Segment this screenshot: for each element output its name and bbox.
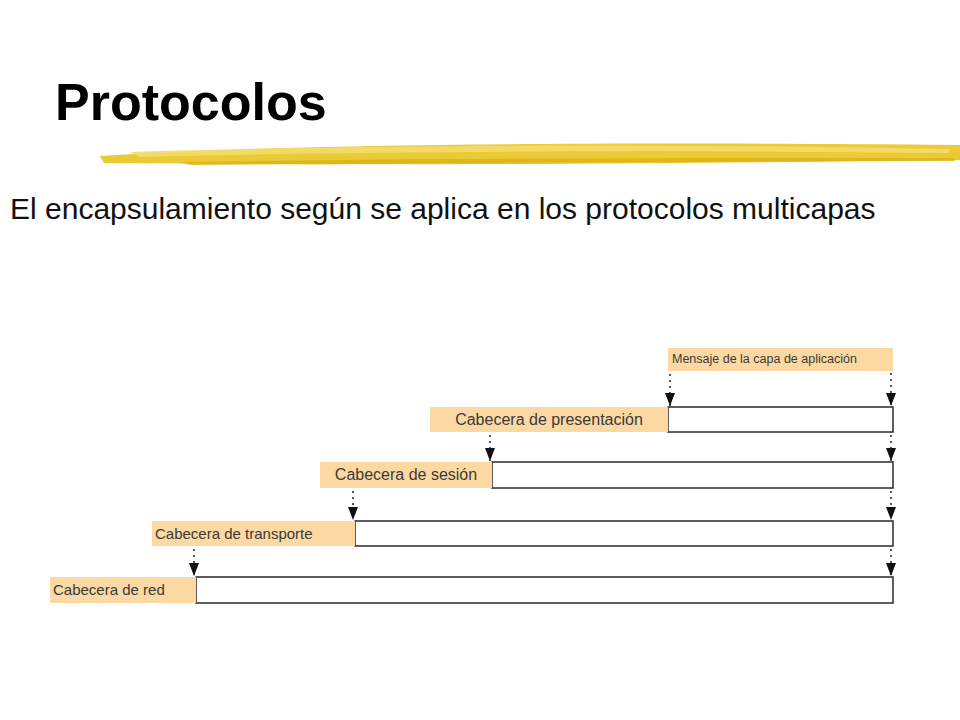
encapsulation-arrow bbox=[669, 374, 671, 406]
header-box: Mensaje de la capa de aplicación bbox=[668, 348, 893, 371]
payload-frames bbox=[196, 407, 893, 603]
header-label: Mensaje de la capa de aplicación bbox=[672, 352, 857, 366]
header-label: Cabecera de transporte bbox=[155, 525, 313, 542]
slide-title: Protocolos bbox=[55, 72, 327, 132]
title-brush bbox=[100, 144, 960, 165]
encapsulation-arrow bbox=[193, 549, 195, 576]
subtitle-text: El encapsulamiento según se aplica en lo… bbox=[10, 186, 880, 232]
extent-arrows bbox=[890, 373, 892, 576]
header-box: Cabecera de sesión bbox=[320, 462, 492, 488]
header-box: Cabecera de transporte bbox=[152, 521, 355, 546]
header-label: Cabecera de presentación bbox=[455, 411, 643, 428]
encapsulation-arrow bbox=[352, 491, 354, 520]
header-label: Cabecera de red bbox=[53, 581, 165, 598]
header-label: Cabecera de sesión bbox=[335, 466, 477, 483]
header-box: Cabecera de red bbox=[50, 577, 196, 603]
encapsulation-arrow bbox=[489, 435, 491, 461]
header-box: Cabecera de presentación bbox=[430, 407, 668, 432]
